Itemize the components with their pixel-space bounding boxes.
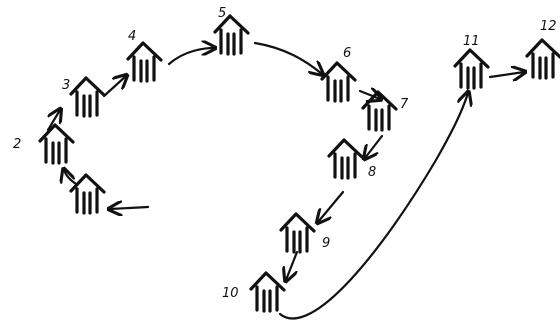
- arrow-2-to-3: [46, 110, 60, 132]
- arrow-4-to-5: [167, 48, 214, 66]
- hut-12: [525, 38, 560, 80]
- label-12: 12: [540, 19, 557, 34]
- arrow-7-to-8: [365, 134, 384, 158]
- hut-5: [213, 14, 250, 56]
- arrow-start-to-1: [110, 207, 150, 209]
- label-8: 8: [368, 165, 376, 180]
- hut-11: [453, 48, 490, 90]
- arrow-3-to-4: [102, 76, 126, 98]
- label-11: 11: [463, 34, 480, 49]
- label-7: 7: [400, 97, 409, 112]
- hut-8: [327, 138, 364, 180]
- arrow-5-to-6: [253, 41, 322, 74]
- hut-3: [69, 76, 106, 118]
- label-5: 5: [218, 6, 226, 21]
- arrow-9-to-10: [286, 250, 299, 280]
- hut-6: [320, 61, 357, 103]
- label-6: 6: [343, 46, 351, 61]
- label-2: 2: [13, 137, 21, 152]
- hut-1: [69, 173, 106, 215]
- arrow-8-to-9: [318, 190, 345, 222]
- arrow-11-to-12: [488, 72, 524, 77]
- label-9: 9: [322, 236, 330, 251]
- hut-4: [126, 41, 163, 83]
- label-3: 3: [62, 78, 70, 93]
- arrow-10-to-11: [278, 93, 468, 320]
- arrow-6-to-7: [358, 91, 380, 99]
- arrow-1-to-2: [64, 170, 78, 186]
- label-10: 10: [222, 286, 239, 301]
- label-4: 4: [128, 29, 136, 44]
- hut-9: [279, 212, 316, 254]
- hut-2: [38, 123, 75, 165]
- hut-10: [249, 271, 286, 313]
